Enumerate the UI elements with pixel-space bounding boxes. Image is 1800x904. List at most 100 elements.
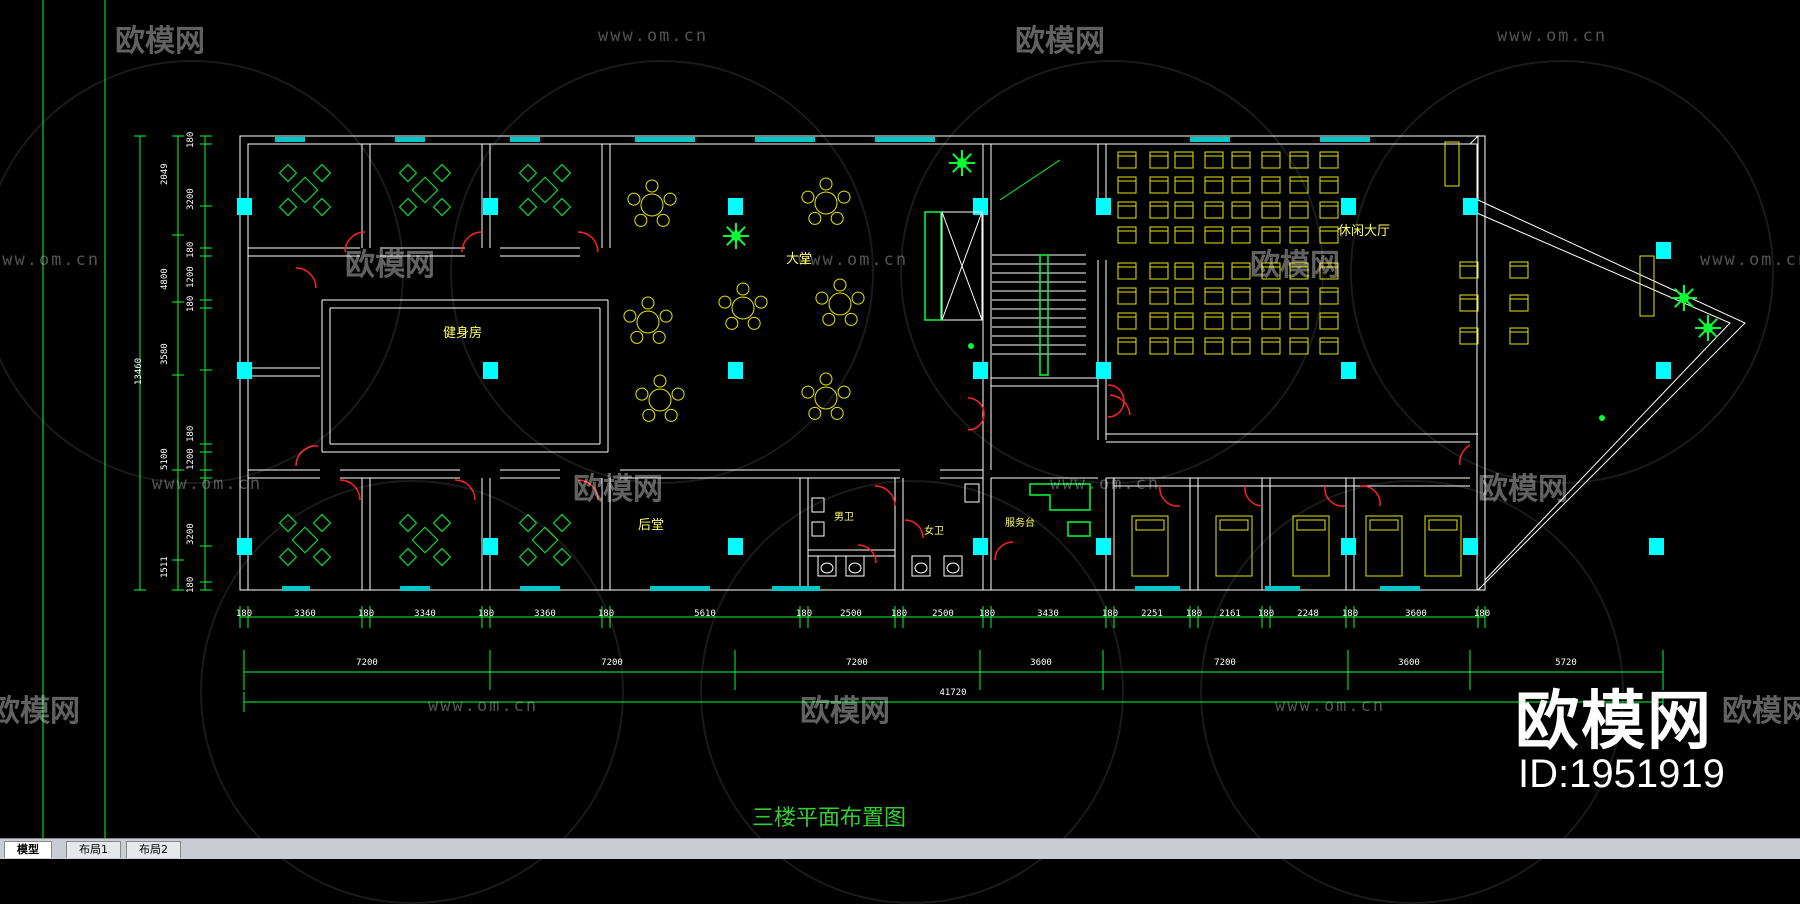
dimension-text: 180 [235,609,253,619]
dimension-text: 41720 [939,688,967,698]
watermark-logo: 欧模网 [1015,24,1105,59]
watermark-logo: 欧模网 [115,24,205,59]
dimension-text: 180 [186,576,196,593]
watermark-circle [450,60,874,484]
dimension-text: 180 [357,609,375,619]
dining-chair [432,197,452,217]
bed [1131,515,1169,577]
dimension-text: 5100 [160,448,170,470]
dimension-text: 180 [186,241,196,258]
dimension-text: 180 [186,425,196,442]
brand-id: ID:1951919 [1518,752,1725,796]
bed-pillow [1135,519,1165,531]
dimension-text: 3200 [186,188,196,210]
dimension-text: 180 [1185,609,1203,619]
structural-column [1341,198,1356,215]
service-chair [1067,521,1091,537]
layout-tab-bar: 模型 布局1 布局2 [0,838,1800,859]
dimension-text: 3430 [1037,609,1059,619]
dining-table [411,176,439,204]
dimension-text: 3360 [534,609,556,619]
dimension-text: 2500 [840,609,862,619]
lounge-armchair [1319,312,1339,330]
watermark-circle [0,60,404,484]
dimension-text: 3600 [1030,658,1052,668]
dimension-text: 7200 [846,658,868,668]
tab-model[interactable]: 模型 [4,841,52,858]
door-swing [1159,485,1181,507]
dimension-text: 7200 [1214,658,1236,668]
watermark-url: www.om.cn [1700,250,1800,270]
watermark-url: www.om.cn [598,26,709,46]
tab-layout-2[interactable]: 布局2 [126,841,181,858]
dimension-text: 2161 [1219,609,1241,619]
dining-chair [552,513,572,533]
dimension-text: 3340 [414,609,436,619]
dimension-text: 2049 [160,163,170,185]
dimension-text: 13460 [134,357,144,385]
window [395,137,425,142]
dimension-text: 180 [186,295,196,312]
plan-title: 三楼平面布置图 [752,806,907,831]
lounge-armchair [1319,151,1339,169]
watermark-url: www.om.cn [798,250,909,270]
dimension-text: 7200 [356,658,378,668]
watermark-circle [900,60,1324,484]
dimension-text: 180 [1101,609,1119,619]
watermark-url: www.om.cn [1050,474,1161,494]
watermark-logo: 欧模网 [573,472,663,507]
dining-chair [432,163,452,183]
dimension-text: 2248 [1297,609,1319,619]
dimension-text: 180 [597,609,615,619]
watermark-url: www.om.cn [1275,696,1386,716]
lounge-armchair [1319,176,1339,194]
room-label-lobby: 大堂 [786,252,813,267]
tab-layout-1[interactable]: 布局1 [66,841,121,858]
dimension-text: 3200 [186,523,196,545]
window [1320,137,1370,142]
door-swing [1244,485,1263,507]
room-label-womens-wc: 女卫 [924,526,944,537]
window [1135,586,1180,591]
round-table-chair [837,385,851,399]
dimension-text: 3600 [1405,609,1427,619]
round-table-chair [830,406,844,420]
watermark-logo: 欧模网 [0,694,80,729]
bed-pillow [1219,519,1249,531]
room-label-back-hall: 后堂 [638,518,665,533]
dimension-text: 1511 [160,556,170,578]
watermark-url: www.om.cn [1497,26,1608,46]
service-counter [1029,483,1091,511]
dimension-text: 5720 [1555,658,1577,668]
lounge-armchair [1319,201,1339,219]
structural-column [237,538,252,555]
structural-column [1341,362,1356,379]
dimension-text: 5610 [694,609,716,619]
brand-watermark: 欧模网 [1515,685,1713,759]
dimension-text: 180 [1341,609,1359,619]
dimension-text: 1200 [186,448,196,470]
room-label-lounge: 休闲大厅 [1338,224,1391,239]
lounge-armchair [1319,337,1339,355]
dining-chair [398,163,418,183]
room-label-gym: 健身房 [443,326,483,341]
dimension-text: 4800 [160,268,170,290]
room-label-mens-wc: 男卫 [834,512,854,523]
watermark-url: www.om.cn [0,250,101,270]
dimension-text: 7200 [601,658,623,668]
watermark-logo: 欧模网 [1722,694,1800,729]
dimension-text: 180 [1473,609,1491,619]
watermark-logo: 欧模网 [800,694,890,729]
window [650,586,710,591]
dimension-text: 180 [477,609,495,619]
room-label-service-desk: 服务台 [1005,518,1035,529]
dimension-text: 180 [890,609,908,619]
dimension-text: 180 [978,609,996,619]
dimension-text: 180 [1257,609,1275,619]
watermark-logo: 欧模网 [1250,248,1340,283]
dimension-text: 3580 [160,343,170,365]
structural-column [1096,538,1111,555]
structural-column [728,538,743,555]
watermark-url: www.om.cn [152,474,263,494]
